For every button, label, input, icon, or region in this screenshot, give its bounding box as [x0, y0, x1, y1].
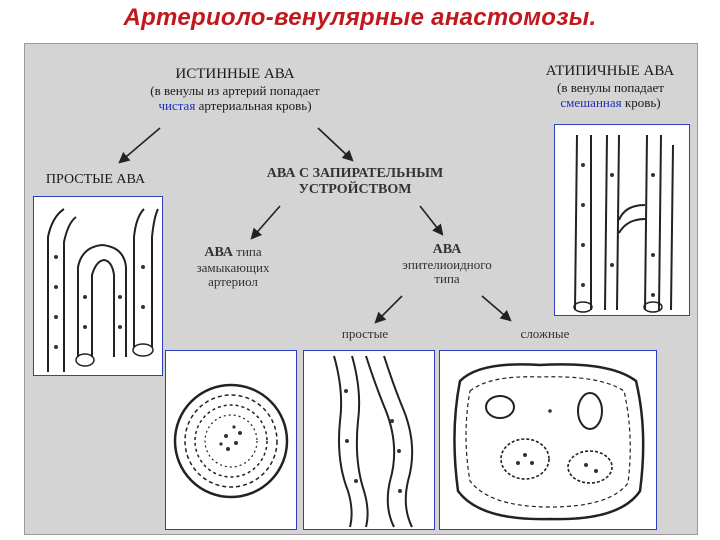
simple-epithelioid-drawing — [303, 350, 435, 530]
atypical-ava-desc-pre: (в венулы попадает — [557, 80, 664, 95]
epithelioid-ava-line1: АВА — [432, 242, 462, 257]
true-ava-heading: ИСТИННЫЕ АВА — [175, 66, 295, 82]
atypical-ava-desc-highlight: смешанная — [560, 94, 622, 110]
true-ava-description: (в венулы из артерий попадает чистая арт… — [120, 83, 350, 113]
vessel-loop-drawing — [33, 196, 163, 376]
epithelioid-ava-label: АВА эпителиоидного типа — [382, 242, 512, 287]
true-ava-desc-pre: (в венулы из артерий попадает — [150, 83, 320, 98]
atypical-vessel-drawing — [554, 124, 690, 316]
true-ava-desc-post: артериальная кровь) — [198, 97, 312, 113]
closing-ava-line1-bold: АВА — [204, 245, 234, 260]
locking-ava-line2: УСТРОЙСТВОМ — [298, 181, 412, 197]
locking-ava-label: АВА С ЗАПИРАТЕЛЬНЫМ УСТРОЙСТВОМ — [240, 166, 470, 197]
epithelioid-ava-line2: эпителиоидного — [402, 256, 492, 272]
atypical-ava-desc-post: кровь) — [624, 94, 661, 110]
epithelioid-ava-line3: типа — [434, 271, 460, 287]
epithelioid-complex-label: сложные — [520, 326, 570, 341]
closing-arteriole-ava-label: АВА типа замыкающих артериол — [178, 244, 288, 290]
true-ava-desc-highlight: чистая — [158, 97, 196, 113]
closing-ava-line1-rest: типа — [236, 244, 262, 259]
locking-ava-line1: АВА С ЗАПИРАТЕЛЬНЫМ — [266, 166, 444, 181]
arteriole-cross-section-drawing — [165, 350, 297, 530]
complex-epithelioid-drawing — [439, 350, 657, 530]
closing-ava-line2: замыкающих — [196, 259, 270, 275]
atypical-ava-heading: АТИПИЧНЫЕ АВА — [545, 63, 675, 79]
page-title: Артериоло-венулярные анастомозы. — [123, 4, 597, 31]
epithelioid-simple-label: простые — [341, 326, 389, 341]
simple-ava-label: ПРОСТЫЕ АВА — [45, 172, 146, 187]
atypical-ava-description: (в венулы попадает смешанная кровь) — [528, 80, 693, 110]
closing-ava-line3: артериол — [208, 274, 258, 290]
